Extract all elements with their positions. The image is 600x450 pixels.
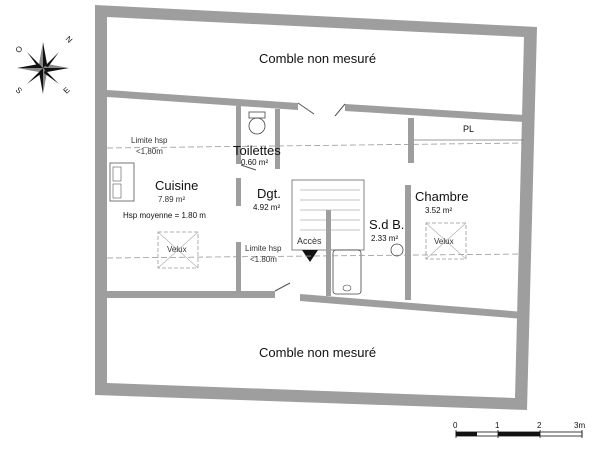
top-partition-wall-right: [345, 104, 524, 122]
sink-icon: [390, 243, 404, 257]
limite-hsp-top-line2: <1,80m: [136, 147, 163, 156]
bathroom-wall-right: [405, 185, 411, 300]
room-area-dgt: 4.92 m²: [253, 203, 281, 212]
bathroom-wall-left: [326, 210, 331, 296]
room-name-sdb: S.d B.: [369, 217, 405, 232]
toilet-wall-left: [236, 106, 241, 164]
scale-tick-0: 0: [453, 421, 458, 430]
room-name-toilettes: Toilettes: [233, 143, 281, 158]
scale-tick-2: 2: [537, 421, 542, 430]
bottom-partition-wall-right: [300, 294, 524, 319]
toilet-wall-right: [275, 109, 280, 169]
velux-right-label: Velux: [434, 237, 454, 246]
attic-bottom-label: Comble non mesuré: [259, 345, 377, 360]
toilet-wall-left-lower: [236, 178, 241, 206]
room-name-chambre: Chambre: [415, 189, 469, 204]
limite-hsp-line-bottom: [106, 253, 525, 259]
velux-left-icon: [157, 231, 199, 269]
room-name-placard: PL: [463, 124, 475, 134]
room-area-cuisine: 7.89 m²: [158, 195, 186, 204]
toilet-bowl-icon: [248, 117, 266, 135]
room-area-toilettes: 0.60 m²: [241, 158, 269, 167]
room-area-sdb: 2.33 m²: [371, 234, 399, 243]
limite-hsp-bottom-line2: <1.80m: [250, 255, 277, 264]
kitchen-sink-icon: [109, 162, 135, 202]
scale-bar: [455, 430, 583, 438]
top-partition-wall: [107, 90, 298, 110]
chambre-wall-upper: [408, 118, 414, 163]
dgt-wall-lower-left: [236, 242, 241, 297]
room-name-dgt: Dgt.: [257, 186, 281, 201]
attic-top-label: Comble non mesuré: [259, 51, 377, 66]
hsp-moyenne-label: Hsp moyenne = 1.80 m: [123, 211, 206, 220]
scale-tick-3m: 3m: [574, 421, 586, 430]
velux-left-label: Velux: [167, 245, 187, 254]
limite-hsp-line-top: [106, 142, 525, 149]
limite-hsp-top-line1: Limite hsp: [131, 136, 168, 145]
room-name-cuisine: Cuisine: [155, 178, 199, 193]
bathtub-icon: [332, 249, 362, 295]
compass-rose-icon: [17, 42, 69, 94]
limite-hsp-bottom-line1: Limite hsp: [245, 244, 282, 253]
velux-right-icon: [425, 222, 467, 260]
acces-label: Accès: [297, 236, 322, 246]
room-area-chambre: 3.52 m²: [425, 206, 453, 215]
scale-tick-1: 1: [495, 421, 500, 430]
bottom-partition-wall: [107, 291, 275, 298]
